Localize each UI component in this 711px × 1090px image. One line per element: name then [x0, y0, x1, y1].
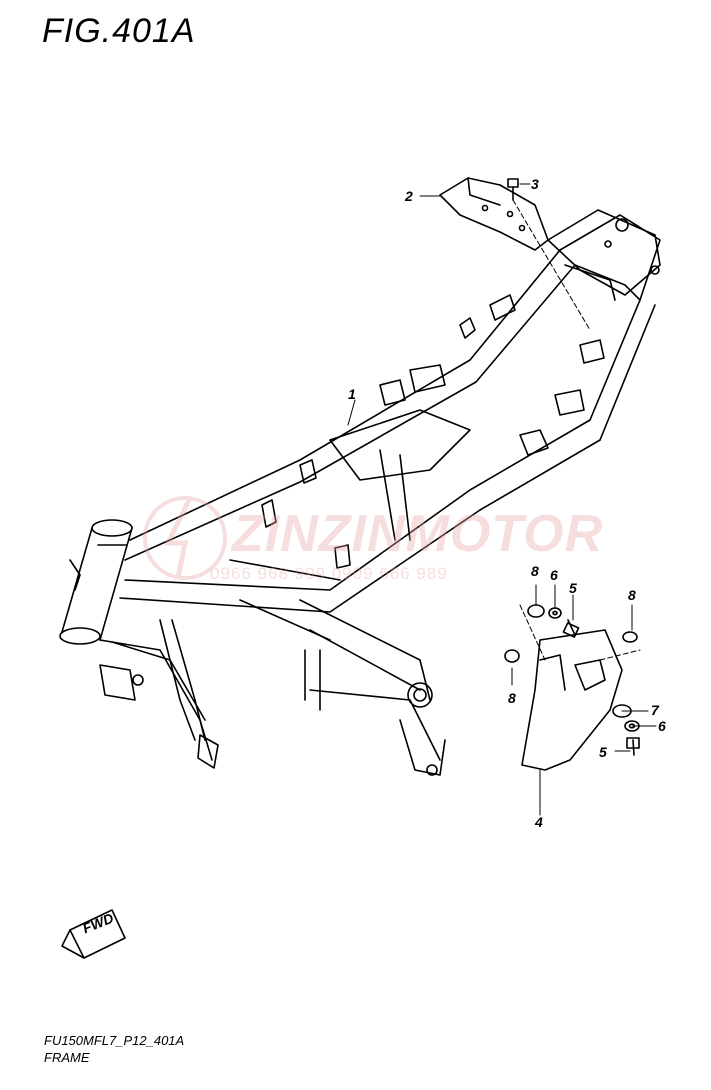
watermark-phones: 0966 968 999 0909 666 989 — [210, 564, 448, 583]
callout-part-7-upper[interactable]: 8 — [531, 563, 539, 579]
hardware-washer — [504, 604, 640, 732]
callout-leaders — [347, 183, 657, 816]
fwd-direction-badge — [61, 909, 126, 959]
watermark-brand: ZINZINMOTOR — [232, 505, 604, 563]
model-code: FU150MFL7_P12_401A — [44, 1033, 185, 1048]
callout-part-1[interactable]: 1 — [348, 386, 356, 402]
callout-part-4[interactable]: 4 — [535, 814, 543, 830]
part-4-side-cover — [521, 629, 623, 771]
frame-bracket — [69, 294, 605, 769]
down-tube — [99, 619, 213, 761]
callout-part-5-lower[interactable]: 5 — [599, 744, 607, 760]
hardware-bolt — [562, 619, 640, 756]
main-frame-rail-upper — [124, 214, 661, 561]
callout-part-6-upper[interactable]: 6 — [550, 567, 558, 583]
part-3-bolt — [507, 178, 519, 201]
callout-part-5-upper[interactable]: 5 — [569, 580, 577, 596]
rear-seat-rail — [547, 209, 661, 301]
callout-part-8-left[interactable]: 8 — [508, 690, 516, 706]
callout-part-8-right[interactable]: 8 — [628, 587, 636, 603]
swingarm-pivot — [399, 682, 446, 776]
steering-head-tube — [59, 519, 133, 645]
callout-part-2[interactable]: 2 — [405, 188, 413, 204]
figure-title: FIG.401A — [42, 12, 196, 50]
watermark: ZINZINMOTOR 0966 968 999 0909 666 989 — [140, 478, 602, 598]
callout-part-7-lower[interactable]: 7 — [651, 702, 659, 718]
frame-cross-member — [229, 409, 471, 761]
watermark-logo-icon — [143, 496, 227, 580]
section-name: FRAME — [44, 1050, 90, 1065]
callout-part-3[interactable]: 3 — [531, 176, 539, 192]
callout-part-6-lower[interactable]: 6 — [658, 718, 666, 734]
